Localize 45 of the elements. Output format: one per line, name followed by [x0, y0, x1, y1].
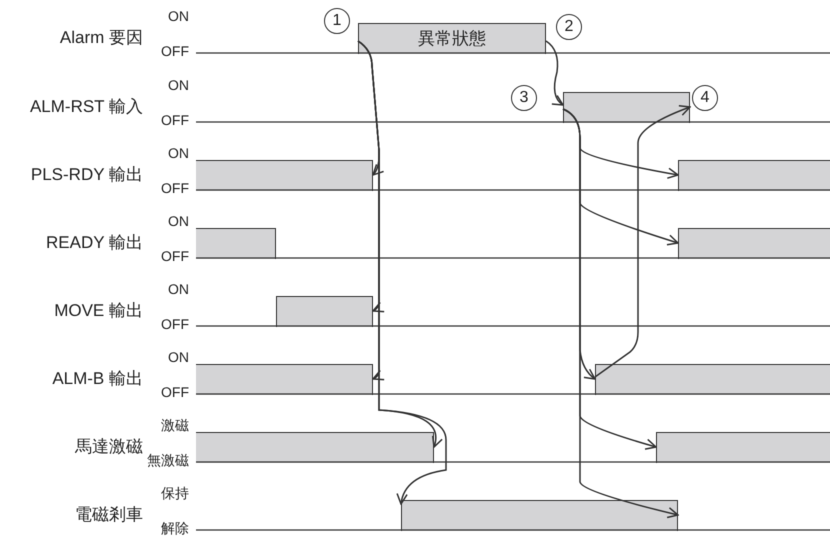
level-label: ON [168, 78, 189, 92]
level-label: 解除 [161, 521, 189, 535]
signal-pulse [678, 228, 830, 259]
level-label: ON [168, 146, 189, 160]
signal-pulse [563, 92, 690, 123]
signal-pulse [196, 160, 373, 191]
signal-pulse [196, 364, 373, 395]
signal-pulse [358, 23, 546, 54]
level-label: 激磁 [161, 418, 189, 432]
signal-name: 馬達激磁 [75, 438, 143, 455]
level-label: OFF [161, 181, 189, 195]
level-label: OFF [161, 44, 189, 58]
signal-name: ALM-B 輸出 [52, 370, 143, 387]
step-number: 4 [692, 85, 718, 111]
level-label: 保持 [161, 486, 189, 500]
level-label: ON [168, 350, 189, 364]
signal-pulse [656, 432, 830, 463]
signal-name: MOVE 輸出 [54, 302, 143, 319]
arrow [594, 105, 691, 378]
level-label: ON [168, 282, 189, 296]
signal-pulse [678, 160, 830, 191]
level-label: ON [168, 9, 189, 23]
signal-pulse [196, 432, 434, 463]
signal-name: ALM-RST 輸入 [30, 98, 143, 115]
level-label: 無激磁 [147, 453, 189, 467]
signal-pulse [595, 364, 830, 395]
signal-name: READY 輸出 [46, 234, 143, 251]
signal-name: 電磁剎車 [75, 506, 143, 523]
arrow [358, 40, 447, 505]
level-label: OFF [161, 249, 189, 263]
signal-name: Alarm 要因 [60, 29, 143, 46]
step-number: 2 [556, 14, 582, 40]
level-label: OFF [161, 385, 189, 399]
state-label: 異常狀態 [418, 28, 486, 50]
step-number: 3 [511, 85, 537, 111]
signal-pulse [196, 228, 276, 259]
level-label: OFF [161, 113, 189, 127]
signal-pulse [276, 296, 373, 327]
signal-pulse [401, 500, 678, 531]
level-label: ON [168, 214, 189, 228]
arrow [562, 108, 679, 518]
signal-name: PLS-RDY 輸出 [30, 166, 143, 183]
arrow [546, 40, 564, 106]
level-label: OFF [161, 317, 189, 331]
step-number: 1 [324, 8, 350, 34]
